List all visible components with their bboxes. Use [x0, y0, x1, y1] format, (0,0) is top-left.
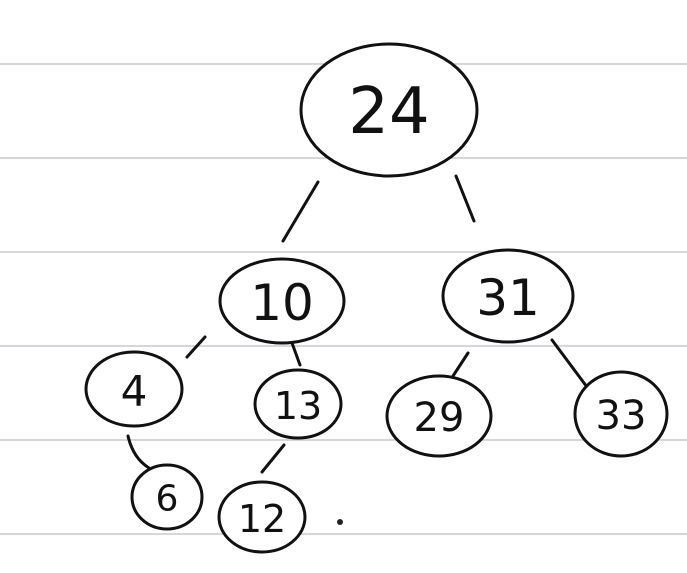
edge-10-13	[290, 341, 302, 367]
node-label: 33	[596, 393, 647, 439]
node-label: 13	[274, 384, 322, 428]
node-label: 4	[121, 367, 148, 416]
node-10: 10	[218, 257, 346, 345]
node-outline	[84, 350, 184, 428]
node-outline	[253, 368, 343, 440]
node-outline	[441, 248, 575, 344]
node-outline	[385, 374, 493, 458]
edge-10-4	[185, 335, 207, 359]
node-outline	[299, 42, 479, 178]
notebook-rules	[0, 63, 687, 535]
edge-31-33	[550, 338, 589, 389]
node-label: 31	[476, 269, 540, 327]
node-label: 12	[238, 497, 286, 541]
node-label: 29	[414, 395, 465, 441]
edge-13-12	[260, 443, 286, 474]
node-6: 6	[130, 463, 204, 531]
edge-31-29	[451, 351, 470, 378]
nodes: 24 10 31 4 13 29 33 6	[84, 42, 669, 554]
node-12: 12	[217, 480, 307, 554]
node-outline	[217, 480, 307, 554]
node-label: 6	[156, 479, 179, 520]
node-31: 31	[441, 248, 575, 344]
node-24: 24	[299, 42, 479, 178]
edge-4-6	[126, 434, 151, 470]
node-outline	[573, 370, 669, 458]
node-4: 4	[84, 350, 184, 428]
node-outline	[130, 463, 204, 531]
edges	[126, 174, 589, 474]
pen-dot	[337, 519, 343, 525]
node-29: 29	[385, 374, 493, 458]
edge-24-10	[281, 180, 320, 243]
node-outline	[218, 257, 346, 345]
node-label: 24	[348, 75, 429, 149]
node-label: 10	[250, 274, 314, 332]
node-13: 13	[253, 368, 343, 440]
node-33: 33	[573, 370, 669, 458]
edge-24-31	[454, 174, 476, 223]
